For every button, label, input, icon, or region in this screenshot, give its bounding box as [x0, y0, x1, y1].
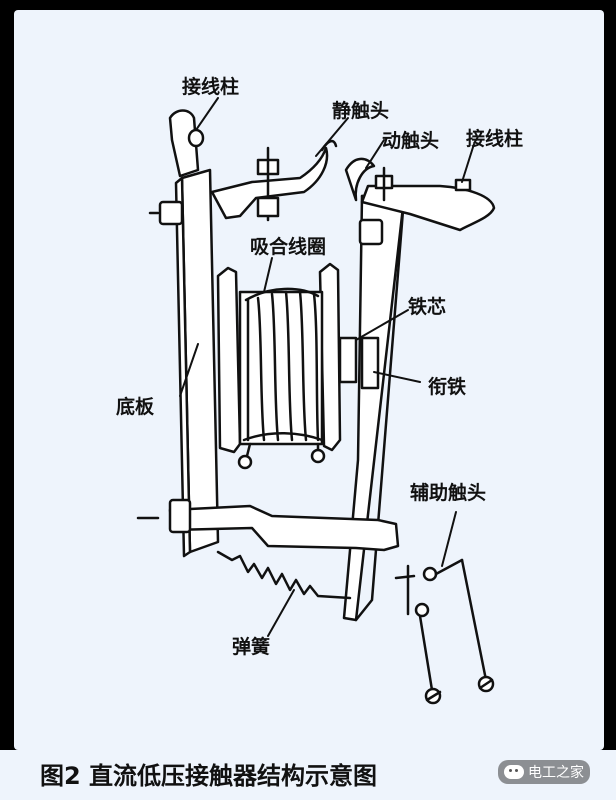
label-armature: 衔铁: [428, 376, 467, 398]
figure-caption: 图2 直流低压接触器结构示意图: [40, 762, 378, 790]
label-iron-core: 铁芯: [408, 296, 447, 318]
label-terminal-left: 接线柱: [182, 76, 240, 98]
label-aux-contact: 辅助触头: [410, 482, 487, 504]
label-spring: 弹簧: [232, 636, 271, 658]
watermark: 电工之家: [498, 760, 590, 784]
coil-shape: [216, 262, 342, 470]
moving-contact-shape: [342, 157, 406, 622]
label-moving-contact: 动触头: [382, 130, 440, 152]
label-static-contact: 静触头: [332, 100, 390, 122]
label-coil: 吸合线圈: [250, 236, 327, 258]
label-terminal-right: 接线柱: [466, 128, 524, 150]
right-terminal-shape: [360, 166, 496, 232]
static-contact-shape: [210, 139, 338, 222]
wechat-icon: [504, 765, 524, 779]
label-baseplate: 底板: [116, 396, 155, 418]
leader-lines: [179, 97, 475, 637]
baseplate-shape: [174, 168, 220, 558]
spring-shape: [216, 550, 352, 600]
lever-arm-shape: [136, 498, 400, 552]
aux-contact-shape: [394, 558, 495, 705]
left-terminal-shape: [148, 109, 205, 226]
iron-core-shape: [338, 336, 358, 384]
watermark-text: 电工之家: [528, 765, 584, 781]
